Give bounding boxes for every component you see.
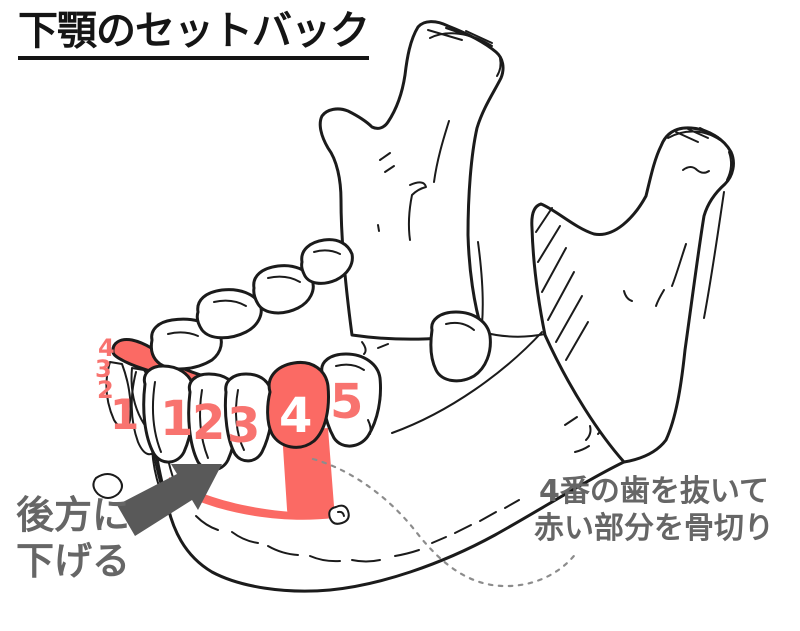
far-tooth-number-2: 2 — [97, 376, 114, 404]
osteotomy-vertical-band — [282, 428, 334, 517]
page-title: 下顎のセットバック — [18, 8, 370, 60]
near-tooth-number-2: 2 — [192, 395, 226, 451]
front-canine-outline — [130, 371, 157, 456]
near-tooth-1-detail — [152, 381, 162, 453]
near-tooth-number-4: 4 — [279, 388, 313, 444]
near-ramus-outline — [318, 20, 505, 341]
note-label-line1: 4番の歯を抜いて — [539, 474, 769, 509]
lower-border-hatches — [195, 515, 420, 563]
chin-swirl-detail — [92, 473, 123, 499]
near-tooth-5-detail-2 — [367, 419, 372, 435]
far-molar-1-cusp — [167, 331, 199, 337]
near-tooth-3-detail — [235, 389, 245, 451]
setback-arrow — [117, 464, 222, 536]
near-condyle-hatches — [427, 27, 502, 77]
setback-label-line2: 下げる — [16, 539, 131, 584]
setback-direction-label: 後方に 下げる — [16, 492, 130, 585]
near-tooth-number-1: 1 — [160, 391, 194, 447]
near-ramus-inner-strokes — [377, 120, 484, 325]
near-ramus — [318, 20, 505, 341]
far-ramus-inner-strokes — [623, 166, 725, 319]
mental-foramen — [328, 504, 350, 525]
far-molar-2 — [195, 288, 263, 340]
oblique-ridge-line — [391, 331, 543, 434]
near-tooth-5-detail — [335, 363, 365, 371]
near-tooth-number-5: 5 — [330, 374, 364, 430]
far-condyle-hatches — [675, 127, 733, 181]
near-tooth-2-detail — [199, 389, 209, 459]
near-tooth-5 — [320, 352, 382, 448]
near-tooth-4-highlight — [266, 360, 330, 449]
far-molar-4 — [300, 238, 354, 285]
far-tooth-number-1: 1 — [110, 390, 140, 439]
far-molar-2-cusp — [213, 299, 247, 307]
far-tooth-number-4: 4 — [98, 334, 115, 362]
near-teeth-row — [130, 310, 492, 472]
near-tooth-number-3: 3 — [227, 398, 261, 454]
far-ramus-anterior-hatches — [535, 207, 589, 361]
far-ramus-outline — [530, 126, 735, 464]
far-molar-3-cusp — [267, 275, 301, 283]
near-condyle-top-detail — [429, 32, 493, 47]
near-tooth-6-detail — [445, 321, 475, 331]
far-ramus — [530, 126, 735, 464]
near-tooth-6 — [429, 310, 492, 383]
far-tooth-number-3: 3 — [95, 355, 112, 383]
note-label-line2: 赤い部分を骨切り — [534, 510, 774, 546]
far-molar-4-cusp — [313, 249, 341, 255]
far-incisor-sliver-1 — [105, 361, 132, 429]
osteotomy-note-label: 4番の歯を抜いて 赤い部分を骨切り — [528, 474, 780, 547]
setback-label-line1: 後方に — [16, 493, 131, 537]
